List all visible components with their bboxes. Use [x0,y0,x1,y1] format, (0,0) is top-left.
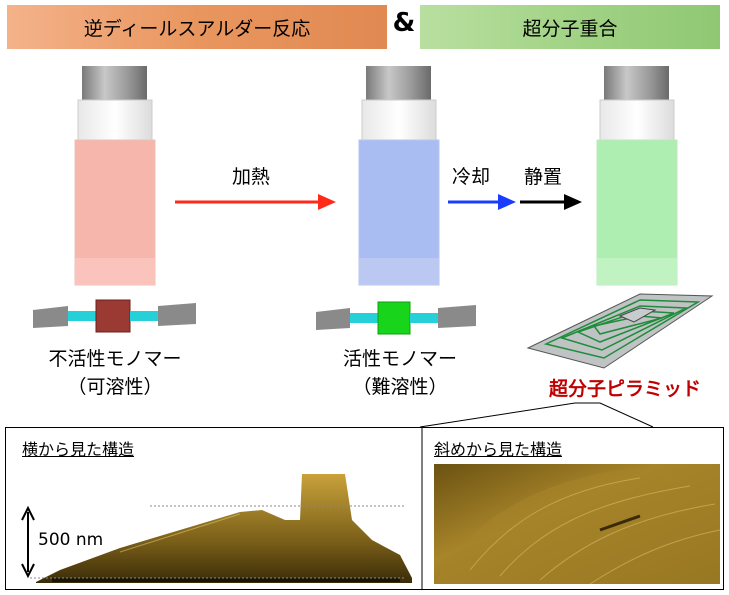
heat-label: 加熱 [231,166,270,188]
pyramid-icon [526,293,714,369]
scale-bar [21,505,35,579]
vial-neck [77,99,153,141]
afm-panel [5,427,724,590]
vial-cap [82,66,147,100]
active-monomer-icon [316,301,476,335]
banner-polymerization-label: 超分子重合 [522,17,618,40]
vial-blue [358,66,440,286]
cool-label: 冷却 [451,166,490,188]
banner-reaction: 逆ディールスアルダー反応 [7,5,387,49]
banner-reaction-label: 逆ディールスアルダー反応 [83,17,311,40]
inactive-monomer-solubility: （可溶性） [67,376,163,398]
vial-neck [361,99,437,141]
active-monomer-label: 活性モノマー [342,348,457,370]
oblique-view-image [434,464,721,585]
oblique-view-title: 斜めから見た構造 [434,440,563,459]
active-monomer-solubility: （難溶性） [352,376,448,398]
cool-arrow [448,194,516,210]
callout-pointer [419,402,654,428]
ampersand: & [392,8,416,38]
banner-polymerization: 超分子重合 [420,5,720,49]
scale-label: 500 nm [38,530,104,550]
stand-label: 静置 [523,166,562,188]
vial-cap [366,66,431,100]
side-view-image [30,474,412,583]
vial-cap [604,66,669,100]
inactive-monomer-label: 不活性モノマー [48,348,182,370]
vial-red [74,66,156,286]
vial-neck [599,99,675,141]
stand-arrow [520,194,582,210]
pyramid-label: 超分子ピラミッド [548,378,701,400]
inactive-monomer-icon [33,299,196,333]
vial-green [596,66,678,286]
side-view-title: 横から見た構造 [22,440,135,459]
heat-arrow [175,194,336,210]
